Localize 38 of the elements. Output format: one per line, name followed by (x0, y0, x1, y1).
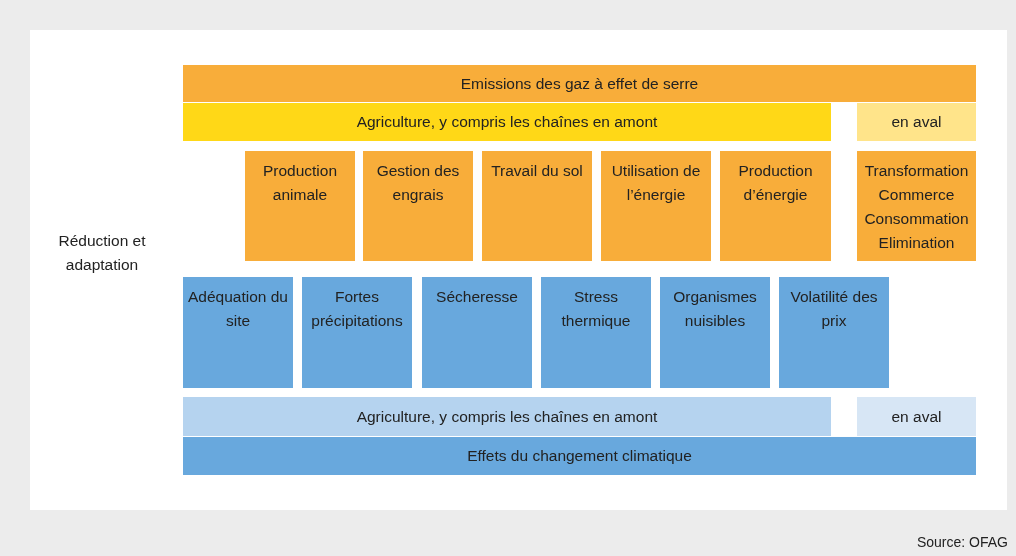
category-box (720, 151, 831, 261)
box-label: Sécheresse (435, 287, 519, 307)
source-note: Source: OFAG (915, 533, 1008, 552)
box-label: en aval (890, 112, 943, 132)
box-label: Travail du sol (490, 161, 584, 181)
box-label: Production d’énergie (737, 161, 814, 205)
band (183, 65, 976, 102)
band (183, 103, 831, 141)
box-label: Utilisation de l’énergie (610, 161, 702, 205)
box-label: Organismes nuisibles (672, 287, 758, 331)
category-box (183, 277, 293, 388)
category-box (857, 151, 976, 261)
box-label: Agriculture, y compris les chaînes en amont (355, 112, 659, 132)
box-label: Gestion des engrais (375, 161, 461, 205)
box-label: Agriculture, y compris les chaînes en amont (355, 406, 659, 427)
side-label: Réduction et adaptation (58, 231, 146, 275)
box-label: Volatilité des prix (789, 287, 879, 331)
category-box (302, 277, 412, 388)
box-label: Emissions des gaz à effet de serre (459, 73, 700, 94)
box-label: Stress thermique (560, 287, 632, 331)
category-box (422, 277, 532, 388)
category-box (482, 151, 592, 261)
category-box (601, 151, 711, 261)
box-label: Adéquation du site (187, 287, 289, 331)
box-label: Production animale (261, 161, 339, 205)
category-box (660, 277, 770, 388)
category-box (245, 151, 355, 261)
box-label: Transformation Commerce Consommation Elimination (863, 161, 970, 253)
box-label: Effets du changement climatique (466, 446, 693, 466)
category-box (779, 277, 889, 388)
category-box (363, 151, 473, 261)
category-box (541, 277, 651, 388)
box-label: Fortes précipitations (310, 287, 404, 331)
box-label: en aval (890, 406, 943, 427)
band (183, 397, 831, 436)
band (183, 437, 976, 475)
band (857, 103, 976, 141)
band (857, 397, 976, 436)
